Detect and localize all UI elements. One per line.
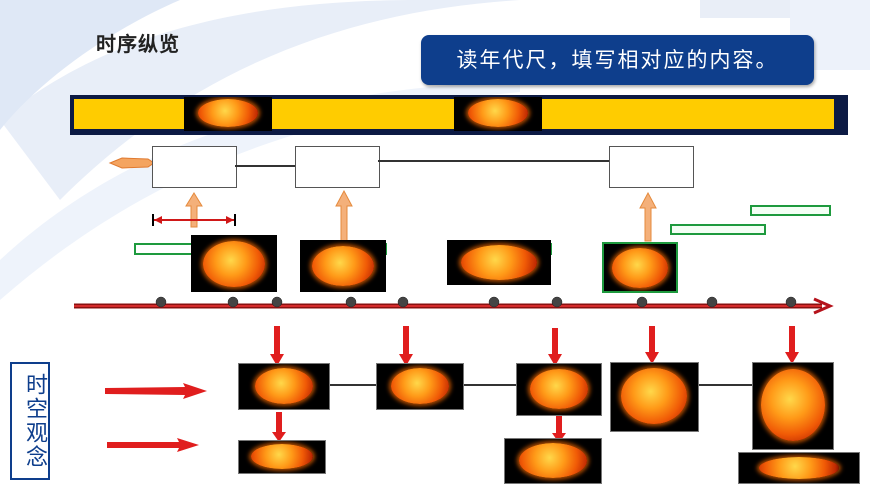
banner-segment xyxy=(272,99,454,129)
connector-line xyxy=(235,165,295,167)
period-box-1[interactable] xyxy=(152,146,237,188)
sun-image xyxy=(516,363,602,416)
arrow-down-icon xyxy=(548,328,562,366)
sun-image xyxy=(602,242,678,293)
arrow-down-icon xyxy=(785,326,799,364)
sun-image xyxy=(376,363,464,410)
arrow-down-icon xyxy=(399,326,413,366)
arrow-up-icon xyxy=(639,192,657,242)
arrow-down-icon xyxy=(270,326,284,366)
connector-line xyxy=(697,384,752,386)
sun-image xyxy=(454,97,542,131)
connector-line xyxy=(328,384,376,386)
banner-segment xyxy=(542,99,834,129)
answer-box[interactable] xyxy=(134,243,194,255)
sun-image xyxy=(504,438,602,484)
span-arrow-icon xyxy=(152,214,236,226)
sun-image xyxy=(752,362,834,450)
arrow-up-icon xyxy=(335,190,353,242)
connector-line xyxy=(378,160,609,162)
arrow-down-icon xyxy=(272,412,286,442)
side-panel-label: 时空观念 xyxy=(10,362,50,480)
arrow-right-icon xyxy=(107,438,199,452)
arrow-down-icon xyxy=(552,415,566,443)
sun-image xyxy=(238,440,326,474)
sun-image xyxy=(738,452,860,484)
rocket-arrow-icon xyxy=(108,157,155,169)
period-box-2[interactable] xyxy=(295,146,380,188)
page-title: 时序纵览 xyxy=(96,32,180,56)
sun-image xyxy=(238,363,330,410)
sun-image xyxy=(191,235,277,292)
arrow-up-icon xyxy=(185,192,203,228)
instruction-box: 读年代尺，填写相对应的内容。 xyxy=(421,35,814,85)
sun-image xyxy=(447,240,551,285)
banner-segment xyxy=(74,99,184,129)
timeline-ruler xyxy=(74,296,834,315)
period-box-3[interactable] xyxy=(609,146,694,188)
arrow-down-icon xyxy=(645,326,659,364)
answer-box[interactable] xyxy=(670,224,766,235)
sun-image xyxy=(300,240,386,292)
arrow-right-icon xyxy=(105,383,207,399)
answer-box[interactable] xyxy=(750,205,831,216)
connector-line xyxy=(462,384,516,386)
sun-image xyxy=(184,97,272,131)
sun-image xyxy=(610,362,699,432)
